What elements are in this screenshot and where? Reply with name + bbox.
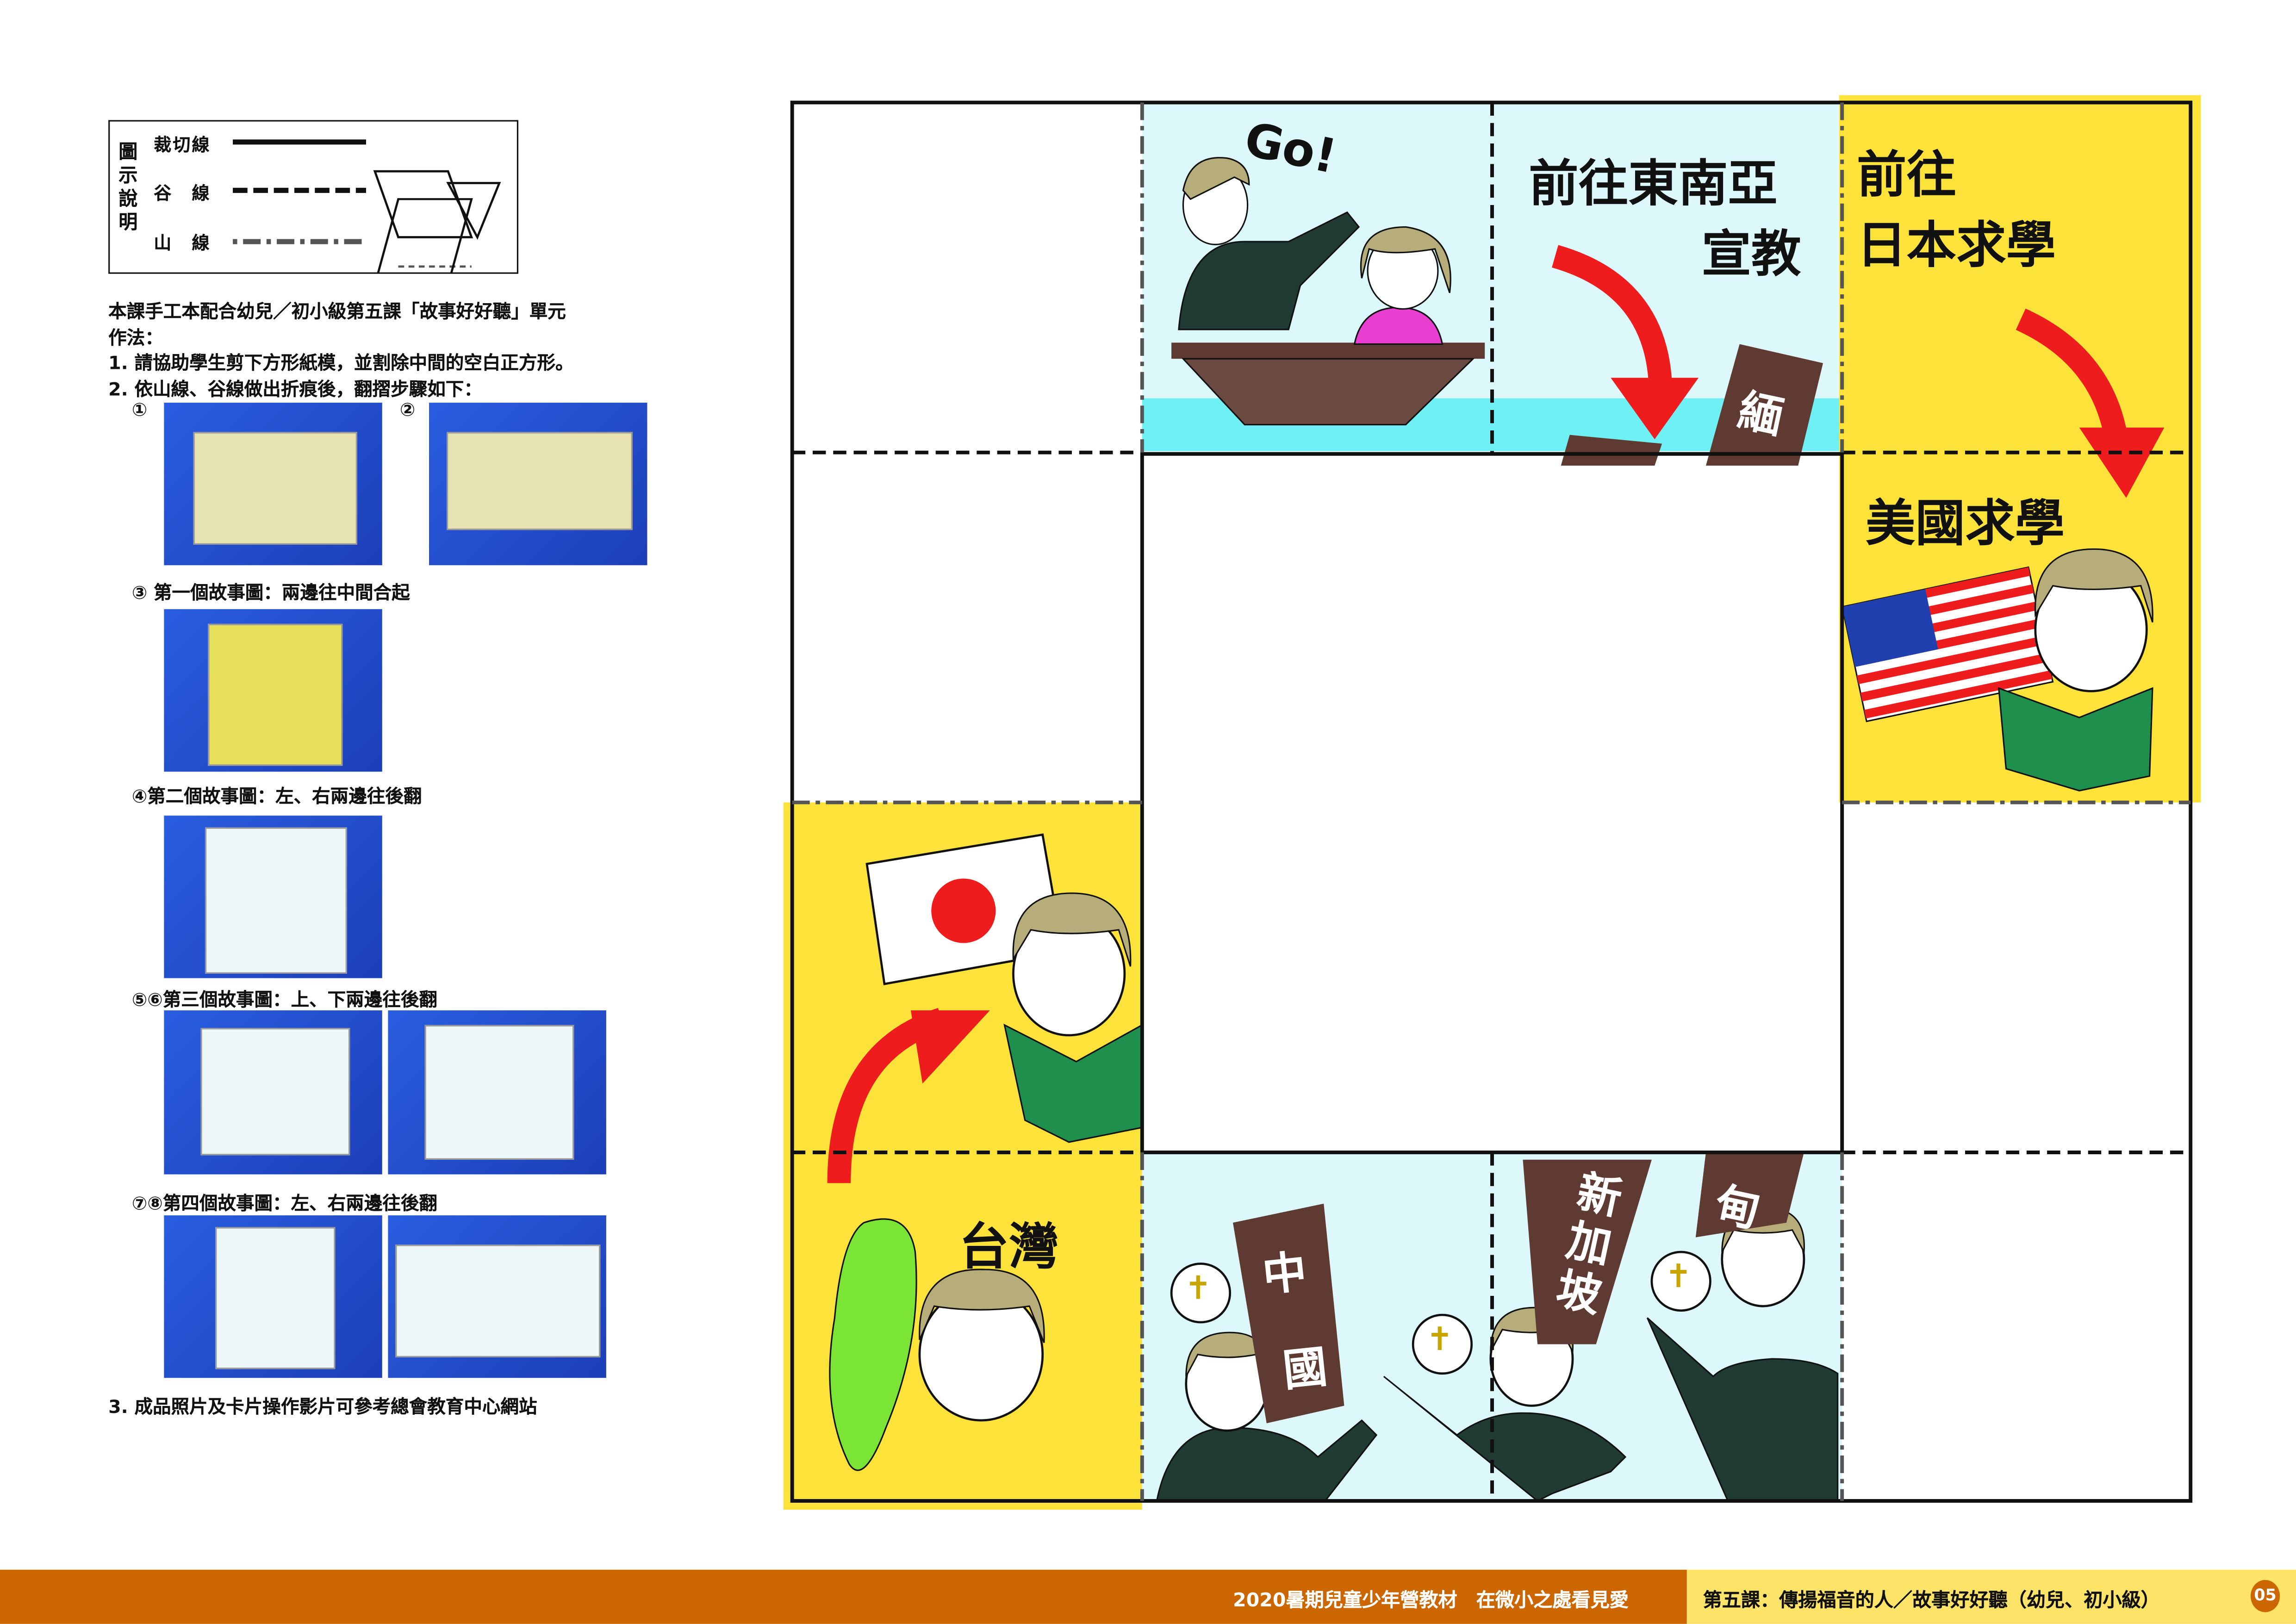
student-man-usa — [1997, 548, 2153, 792]
student-man-japan — [1003, 892, 1143, 1143]
step-2-text: 2. 依山線、谷線做出折痕後，翻摺步驟如下： — [108, 378, 482, 400]
legend-valley-label: 谷 線 — [154, 183, 211, 204]
method-heading: 作法： — [108, 326, 163, 349]
legend-mountain-label: 山 線 — [154, 233, 211, 254]
photo-step-2 — [429, 403, 647, 566]
man-taiwan — [918, 1269, 1045, 1422]
photo-step-4 — [164, 815, 382, 978]
step-3-label: ③ 第一個故事圖：兩邊往中間合起 — [131, 581, 410, 604]
photo-step-6 — [388, 1010, 606, 1175]
step-1-text: 1. 請協助學生剪下方形紙模，並割除中間的空白正方形。 — [108, 351, 574, 373]
cross-icon: ✝ — [1665, 1259, 1692, 1296]
japan-line1: 前往 — [1856, 146, 1956, 205]
step-56-label: ⑤⑥第三個故事圖：上、下兩邊往後翻 — [131, 988, 437, 1011]
photo-step-7 — [164, 1215, 382, 1378]
taiwan-label: 台灣 — [959, 1218, 1059, 1277]
center-hole — [1142, 454, 1839, 1151]
page-number: 05 — [2250, 1580, 2280, 1612]
legend-box: 圖示說明 裁切線 谷 線 山 線 — [108, 120, 519, 274]
cross-icon: ✝ — [1426, 1322, 1453, 1359]
photo-step-3 — [164, 609, 382, 772]
footer-left-bar — [0, 1569, 1687, 1624]
intro-text: 本課手工本配合幼兒／初小級第五課「故事好好聽」單元 — [108, 300, 566, 323]
photo-step-8 — [388, 1215, 606, 1378]
photo-2-label: ② — [399, 398, 416, 421]
footer-right-bar — [1686, 1569, 2296, 1624]
footer-lesson: 第五課：傳揚福音的人／故事好好聽（幼兒、初小級） — [1703, 1590, 2160, 1612]
southeast-asia-line2: 宣教 — [1701, 225, 1801, 284]
china-label-1: 中 — [1260, 1247, 1309, 1303]
usa-label: 美國求學 — [1865, 495, 2065, 554]
legend-line-samples — [233, 139, 501, 273]
china-label-2: 國 — [1281, 1342, 1330, 1398]
step-78-label: ⑦⑧第四個故事圖：左、右兩邊往後翻 — [131, 1192, 437, 1214]
step-3-final-text: 3. 成品照片及卡片操作影片可參考總會教育中心網站 — [108, 1395, 537, 1418]
photo-step-1 — [164, 403, 382, 566]
cross-icon: ✝ — [1184, 1271, 1212, 1308]
photo-1-label: ① — [131, 398, 148, 421]
japan-line2: 日本求學 — [1856, 217, 2056, 275]
footer-title: 2020暑期兒童少年營教材 在微小之處看見愛 — [1233, 1590, 1629, 1612]
southeast-asia-line1: 前往東南亞 — [1529, 155, 1778, 214]
legend-title: 圖示說明 — [118, 142, 138, 235]
step-4-label: ④第二個故事圖：左、右兩邊往後翻 — [131, 784, 422, 807]
legend-cut-label: 裁切線 — [154, 135, 211, 156]
photo-step-5 — [164, 1010, 382, 1175]
